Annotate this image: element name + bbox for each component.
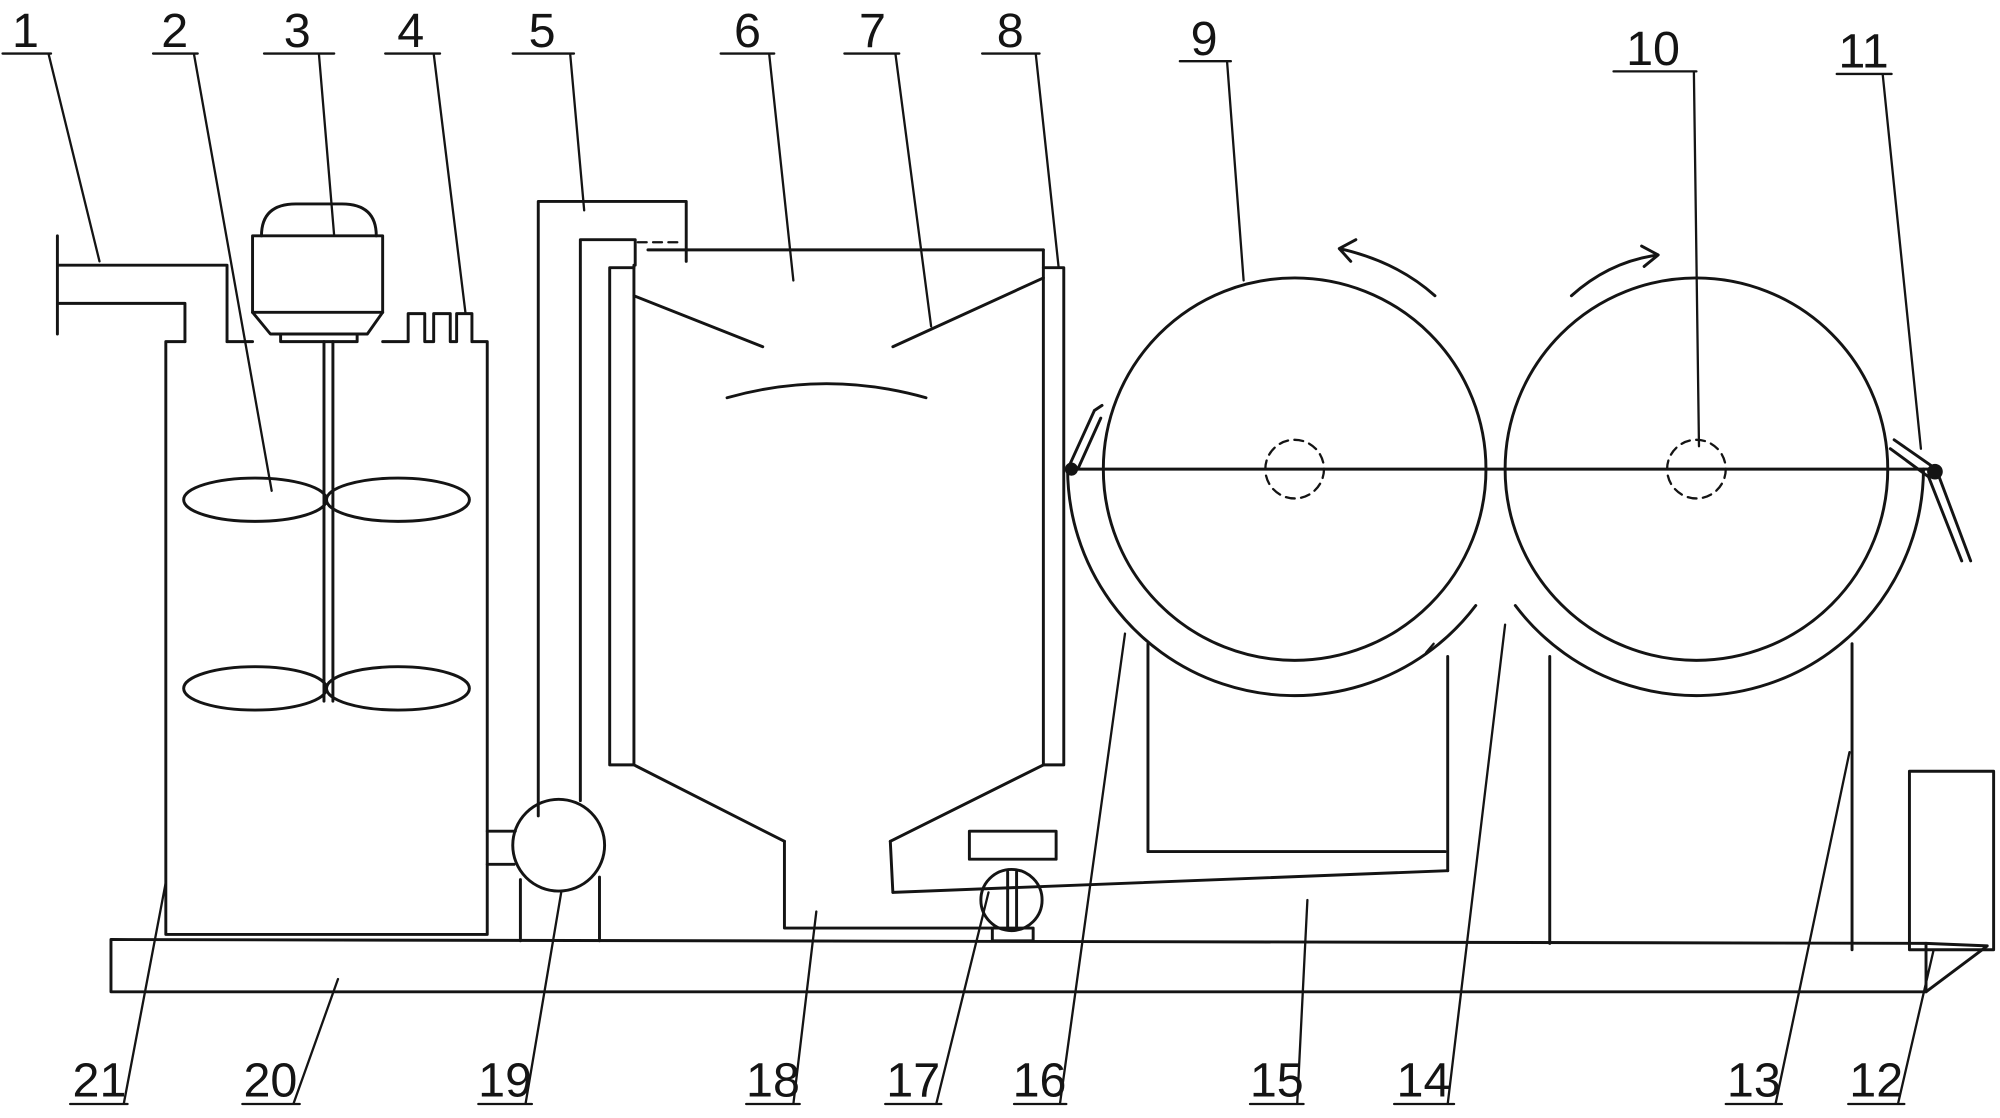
discharge-pump <box>967 829 1058 943</box>
label-15: 15 <box>1250 1053 1304 1107</box>
label-13: 13 <box>1727 1053 1781 1107</box>
conical-lid <box>632 276 1045 349</box>
rotation-arrow-right <box>1569 244 1660 298</box>
leader-13 <box>1724 750 1851 1106</box>
transfer-pump <box>485 199 688 943</box>
leader-12 <box>1847 948 1935 1106</box>
motor-base <box>279 332 359 344</box>
leader-20 <box>241 977 340 1106</box>
riser-pipe <box>536 199 688 818</box>
stirrer-shaft <box>322 340 335 703</box>
leader-21 <box>69 881 167 1106</box>
trough-wall-inner <box>1146 642 1447 854</box>
label-12: 12 <box>1849 1053 1903 1107</box>
drum-dryer <box>1064 238 1973 698</box>
label-5: 5 <box>529 4 556 58</box>
control-box <box>1907 769 1996 952</box>
leader-lines <box>1 52 1935 1106</box>
jacket-right <box>1041 266 1066 767</box>
leader-11 <box>1835 72 1923 450</box>
label-17: 17 <box>886 1053 940 1107</box>
leader-2 <box>151 52 273 492</box>
scraper-right <box>1888 438 1973 563</box>
paddle-upper-left <box>182 476 328 523</box>
leader-7 <box>843 52 933 328</box>
discharge-pump-foot <box>990 926 1035 943</box>
label-19: 19 <box>478 1053 532 1107</box>
port-stubs <box>406 312 474 344</box>
leader-6 <box>719 52 795 282</box>
trough-feed-line <box>891 869 1450 894</box>
lid-arc <box>725 382 928 400</box>
motor-bottom <box>251 310 385 336</box>
control-box-outline <box>1907 769 1996 952</box>
label-4: 4 <box>397 4 424 58</box>
label-8: 8 <box>997 4 1024 58</box>
leader-10 <box>1612 70 1701 448</box>
discharge-pump-wheel <box>979 867 1044 933</box>
label-20: 20 <box>243 1053 297 1107</box>
drum-left-shell <box>1066 467 1478 698</box>
leader-1 <box>1 52 101 263</box>
discharge-pump-axis <box>1006 870 1019 930</box>
discharge-pump-housing <box>967 829 1058 861</box>
scraper-right-pivot <box>1927 463 1943 480</box>
leader-19 <box>477 891 563 1106</box>
label-21: 21 <box>73 1053 127 1107</box>
leader-4 <box>384 52 467 315</box>
label-2: 2 <box>161 4 188 58</box>
label-1: 1 <box>12 4 39 58</box>
leader-9 <box>1178 60 1245 282</box>
scraper-left-pivot <box>1064 462 1078 476</box>
scraper-left <box>1067 403 1104 471</box>
leader-17 <box>884 891 990 1106</box>
mixing-tank <box>55 202 489 936</box>
leader-15 <box>1248 898 1309 1106</box>
paddle-lower-right <box>325 665 471 712</box>
inlet-pipe <box>55 234 229 344</box>
drum-right-shell <box>1513 467 1925 698</box>
reference-numerals: 1 2 3 4 5 6 7 8 9 10 11 12 13 14 15 16 1… <box>12 4 1903 1107</box>
vessel-wall-left <box>632 263 786 843</box>
motor-top <box>260 202 378 238</box>
leader-16 <box>1012 632 1127 1106</box>
leader-3 <box>262 52 336 237</box>
rotation-arrow-left <box>1337 238 1437 298</box>
jacket-left <box>608 266 636 767</box>
shell-notch <box>1424 642 1435 654</box>
label-7: 7 <box>859 4 886 58</box>
label-18: 18 <box>746 1053 800 1107</box>
pump-casing <box>511 797 607 893</box>
label-9: 9 <box>1191 12 1218 66</box>
paddle-upper-right <box>325 476 471 523</box>
paddle-lower-left <box>182 665 328 712</box>
label-10: 10 <box>1626 22 1680 76</box>
label-11: 11 <box>1838 25 1888 79</box>
vessel-outlet <box>782 839 997 930</box>
leader-18 <box>745 910 818 1106</box>
label-6: 6 <box>734 4 761 58</box>
leader-8 <box>980 52 1060 269</box>
pump-legs <box>518 875 601 943</box>
collecting-trough <box>891 642 1854 952</box>
jacketed-vessel <box>608 248 1066 930</box>
base-plate-outline <box>109 938 1989 994</box>
label-16: 16 <box>1013 1053 1067 1107</box>
pump-suction-pipe <box>485 829 517 866</box>
mixing-tank-body <box>164 340 489 936</box>
base-plate <box>109 938 1989 994</box>
label-14: 14 <box>1397 1053 1451 1107</box>
leader-14 <box>1392 623 1507 1106</box>
motor-body <box>251 234 385 314</box>
leader-5 <box>511 52 586 212</box>
label-3: 3 <box>284 4 311 58</box>
